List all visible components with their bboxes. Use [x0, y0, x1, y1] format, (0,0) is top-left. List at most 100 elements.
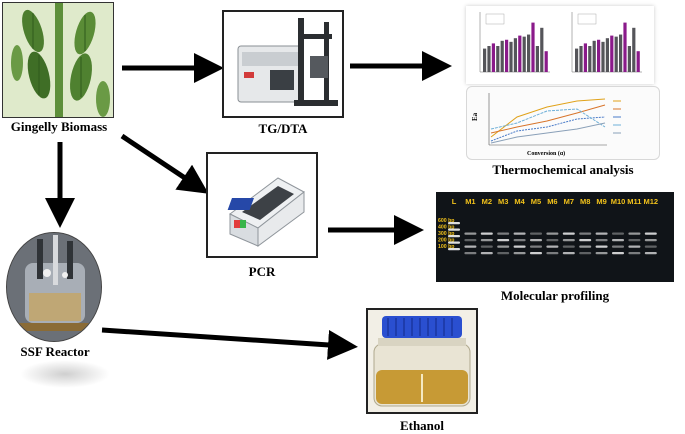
- gel-ladder-label: 600 bp: [438, 218, 454, 224]
- gel-band: [595, 239, 608, 242]
- ssf-reactor-illustration: [7, 233, 101, 341]
- gel-band: [612, 232, 624, 235]
- gel-band: [546, 239, 559, 242]
- bar-thumbnail-0-6: [509, 41, 513, 72]
- gel-band: [546, 245, 559, 248]
- gel-band: [497, 245, 510, 248]
- gel-lane-label: M8: [580, 197, 590, 206]
- gel-lane-label: M2: [482, 197, 492, 206]
- ethanol-photo: [366, 308, 478, 414]
- gel-lane-label: L: [452, 197, 457, 206]
- gel-band: [480, 245, 493, 248]
- pcr-machine-illustration: [227, 177, 305, 247]
- gel-band: [480, 232, 493, 235]
- gel-band: [448, 228, 460, 231]
- thermo-label: Thermochemical analysis: [492, 162, 634, 177]
- bar-thumbnail-1-12: [627, 46, 631, 72]
- gel-band: [464, 232, 477, 235]
- gel-band: [595, 252, 608, 255]
- gel-band: [480, 239, 493, 242]
- gel-lane-label: M11: [627, 197, 641, 206]
- gel-lane-label: M4: [514, 197, 525, 206]
- arrow-biomass-to-pcr: [120, 133, 209, 194]
- gel-band: [530, 252, 542, 255]
- ethanol-label: Ethanol: [399, 418, 445, 433]
- gel-band: [628, 245, 641, 248]
- thermo-bar-charts: [479, 12, 642, 73]
- gel-band: [448, 248, 460, 251]
- gel-band: [644, 245, 657, 248]
- bar-thumbnail-0-10: [527, 34, 531, 72]
- bar-thumbnail-0-3: [496, 46, 500, 72]
- bar-thumbnail-0-5: [505, 39, 509, 72]
- gel-band: [612, 239, 624, 242]
- biomass-label: Gingelly Biomass: [10, 119, 108, 134]
- gel-lane-label: M3: [498, 197, 508, 206]
- bar-thumbnail-0-4: [500, 40, 504, 72]
- ethanol-bottle-illustration: [368, 310, 476, 412]
- gel-band: [497, 232, 510, 235]
- ssf-reactor-photo: [6, 232, 102, 342]
- bar-thumbnail-0-2: [491, 43, 495, 72]
- gel-band: [464, 252, 477, 255]
- bar-thumbnail-1-14: [636, 51, 640, 72]
- bar-thumbnail-0-13: [540, 27, 544, 72]
- bar-thumbnail-1-8: [610, 35, 614, 72]
- bar-thumbnail-1-3: [588, 46, 592, 72]
- gel-band: [562, 232, 575, 235]
- tgdta-instrument-illustration: [237, 18, 338, 106]
- thermo-line-panel: Ea Conversion (α): [466, 86, 660, 160]
- bar-thumbnail-1-0: [575, 48, 579, 72]
- tgdta-photo: [222, 10, 344, 118]
- bar-thumbnail-1-9: [614, 36, 618, 72]
- bar-thumbnail-0-1: [487, 46, 491, 72]
- bar-thumbnail-1-4: [592, 40, 596, 72]
- gel-lane-label: M12: [644, 197, 659, 206]
- gel-band: [644, 239, 657, 242]
- sesame-plant-illustration: [3, 3, 113, 117]
- gel-band: [644, 252, 657, 255]
- gel-band: [579, 245, 592, 248]
- gel-band: [612, 252, 624, 255]
- gel-band: [448, 235, 460, 238]
- arrow-ssf-to-ethanol: [101, 327, 358, 360]
- bar-thumbnail-1-6: [601, 41, 605, 72]
- tgdta-label: TG/DTA: [258, 121, 308, 136]
- gel-ladder-label: 400 bp: [438, 225, 454, 231]
- gel-band: [464, 239, 477, 242]
- gel-band: [448, 241, 460, 244]
- gel-band: [546, 232, 559, 235]
- gel-lane-label: M1: [465, 197, 475, 206]
- gel-band: [530, 245, 542, 248]
- gel-band: [464, 245, 477, 248]
- gel-band: [628, 239, 641, 242]
- gel-band: [612, 245, 624, 248]
- bar-thumbnail-0-11: [531, 22, 535, 73]
- bar-thumbnail-1-13: [632, 27, 636, 72]
- molecular-label: Molecular profiling: [500, 288, 610, 303]
- gel-band: [513, 245, 526, 248]
- gel-lane-label: M6: [547, 197, 557, 206]
- gel-band: [562, 252, 575, 255]
- gel-lane-label: M7: [564, 197, 574, 206]
- gel-lane-label: M10: [611, 197, 626, 206]
- gel-band: [546, 252, 559, 255]
- gel-lane-label: M5: [531, 197, 541, 206]
- gel-band: [644, 232, 657, 235]
- gel-band: [530, 239, 542, 242]
- thermo-bar-panel: [466, 6, 654, 84]
- gel-band: [448, 222, 460, 225]
- gel-band: [595, 245, 608, 248]
- pcr-photo: [206, 152, 318, 258]
- ssf-label: SSF Reactor: [20, 344, 90, 359]
- gel-band: [579, 232, 592, 235]
- line-chart-xlabel: Conversion (α): [527, 150, 565, 157]
- pcr-label: PCR: [248, 264, 276, 279]
- gel-band: [513, 232, 526, 235]
- gel-ladder-label: 100 bp: [438, 244, 454, 250]
- bar-thumbnail-0-12: [535, 46, 539, 72]
- thermo-line-chart: Ea Conversion (α): [471, 93, 621, 157]
